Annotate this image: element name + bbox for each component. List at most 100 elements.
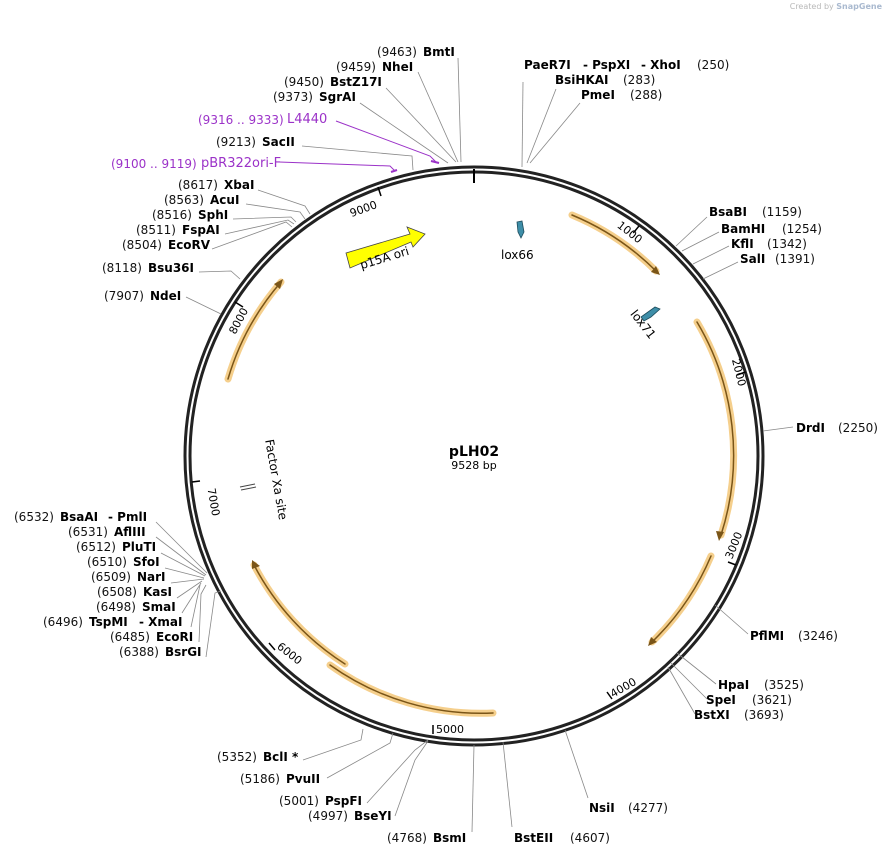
site-bsihkai[interactable]: BsiHKAI(283) [555,73,655,87]
feature-p15a-ori[interactable]: p15A ori [345,226,426,272]
ruler-label-9000: 9000 [348,198,379,220]
svg-text:- PspXI: - PspXI [583,58,630,72]
site-ecorv[interactable]: (8504)EcoRV [122,238,211,252]
site-sali[interactable]: SalI (1391) [740,252,815,266]
primer-pbr322ori-f[interactable]: (9100 .. 9119)pBR322ori-F [111,156,281,171]
site-kfli[interactable]: KflI(1342) [731,237,807,251]
site-nhei[interactable]: (9459)NheI [336,60,413,74]
site-bsabi[interactable]: BsaBI(1159) [709,205,802,219]
svg-text:SalI: SalI [740,252,765,266]
site-kasi[interactable]: (6508)KasI [97,585,172,599]
site-bsteii[interactable]: BstEII(4607) [514,831,610,845]
svg-text:SmaI: SmaI [142,600,176,614]
ruler-tick-3000 [727,561,737,566]
svg-text:(1391): (1391) [775,252,815,266]
svg-text:(9316 .. 9333): (9316 .. 9333) [198,113,284,127]
site-sphi[interactable]: (8516)SphI [152,208,228,222]
site-ecori[interactable]: (6485)EcoRI [110,630,193,644]
svg-text:(6508): (6508) [97,585,137,599]
svg-text:(8563): (8563) [164,193,204,207]
site-nari[interactable]: (6509)NarI [91,570,166,584]
svg-text:(6532): (6532) [14,510,54,524]
site-xbai[interactable]: (8617)XbaI [178,178,254,192]
site-bsrgi[interactable]: (6388)BsrGI [119,645,202,659]
site-bsaai-pmli[interactable]: (6532)BsaAI- PmlI [14,510,147,524]
svg-text:PflMI: PflMI [750,629,784,643]
site-pspfi[interactable]: (5001)PspFI [279,794,362,808]
svg-text:PmeI: PmeI [581,88,615,102]
feature-lox66[interactable]: lox66 [501,220,534,262]
svg-text:SacII: SacII [262,135,295,149]
site-bstxi[interactable]: BstXI(3693) [694,708,784,722]
svg-text:BsmI: BsmI [433,831,466,845]
site-afliii[interactable]: (6531)AflIII [68,525,146,539]
site-paer7i-pspxi-xhoi[interactable]: PaeR7I - PspXI - XhoI (250) [524,58,729,72]
site-bstz17i[interactable]: (9450)BstZ17I [284,75,382,89]
svg-text:Bsu36I: Bsu36I [148,261,194,275]
ruler-label-2000: 2000 [729,357,748,387]
svg-text:(250): (250) [697,58,729,72]
svg-text:(9213): (9213) [216,135,256,149]
site-labels-right: PaeR7I - PspXI - XhoI (250) BsiHKAI(283) Pm… [514,58,878,845]
site-pmei[interactable]: PmeI(288) [581,88,662,102]
site-acui[interactable]: (8563)AcuI [164,193,239,207]
site-bamhi[interactable]: BamHI(1254) [721,222,822,236]
feature-factor-xa-site[interactable]: Factor Xa site [239,438,290,521]
site-bseyi[interactable]: (4997)BseYI [308,809,392,823]
site-pluti[interactable]: (6512)PluTI [76,540,156,554]
svg-text:FspAI: FspAI [182,223,220,237]
svg-text:BstZ17I: BstZ17I [330,75,382,89]
svg-text:BstXI: BstXI [694,708,730,722]
svg-text:(1342): (1342) [767,237,807,251]
site-hpai[interactable]: HpaI(3525) [718,678,804,692]
svg-text:(9459): (9459) [336,60,376,74]
site-pvuii[interactable]: (5186)PvuII [240,772,320,786]
site-sgrai[interactable]: (9373)SgrAI [273,90,356,104]
site-bmti[interactable]: (9463)BmtI [377,45,455,59]
svg-text:(6510): (6510) [87,555,127,569]
site-spei[interactable]: SpeI(3621) [706,693,792,707]
site-fspai[interactable]: (8511) FspAI [136,223,220,237]
svg-text:(4768): (4768) [387,831,427,845]
site-bsmi[interactable]: (4768) BsmI [387,831,466,845]
svg-text:(2250): (2250) [838,421,878,435]
svg-text:(8617): (8617) [178,178,218,192]
svg-text:L4440: L4440 [287,112,327,127]
ruler-label-5000: 5000 [436,723,464,736]
svg-text:BsiHKAI: BsiHKAI [555,73,609,87]
svg-text:(6498): (6498) [96,600,136,614]
svg-text:- XmaI: - XmaI [139,615,182,629]
svg-text:HpaI: HpaI [718,678,749,692]
site-bcli[interactable]: (5352)BclI * [217,750,299,764]
svg-text:(3246): (3246) [798,629,838,643]
site-pflmi[interactable]: PflMI (3246) [750,629,838,643]
svg-text:BstEII: BstEII [514,831,553,845]
svg-text:(4997): (4997) [308,809,348,823]
svg-text:PspFI: PspFI [325,794,362,808]
site-smai[interactable]: (6498) SmaI [96,600,176,614]
ruler-tick-1000 [632,225,640,234]
ruler-label-3000: 3000 [723,530,746,561]
svg-text:(6509): (6509) [91,570,131,584]
ruler-tick-7000 [191,480,201,483]
svg-text:(9373): (9373) [273,90,313,104]
ruler-tick-9000 [377,186,382,197]
site-tspmi-xmai[interactable]: (6496)TspMI- XmaI [43,615,182,629]
svg-text:(8511): (8511) [136,223,176,237]
site-sacii[interactable]: (9213) SacII [216,135,295,149]
svg-text:(9463): (9463) [377,45,417,59]
svg-text:TspMI: TspMI [89,615,128,629]
svg-text:PaeR7I: PaeR7I [524,58,571,72]
feature-lox71[interactable]: lox71 [627,306,661,342]
svg-text:(6512): (6512) [76,540,116,554]
svg-text:EcoRV: EcoRV [168,238,211,252]
site-ndei[interactable]: (7907)NdeI [104,289,181,303]
svg-text:- XhoI: - XhoI [641,58,681,72]
svg-text:(5186): (5186) [240,772,280,786]
primer-l4440[interactable]: (9316 .. 9333)L4440 [198,112,327,127]
site-bsu36i[interactable]: (8118)Bsu36I [102,261,194,275]
site-sfoi[interactable]: (6510)SfoI [87,555,160,569]
site-drdi[interactable]: DrdI(2250) [796,421,878,435]
site-nsii[interactable]: NsiI(4277) [589,801,668,815]
